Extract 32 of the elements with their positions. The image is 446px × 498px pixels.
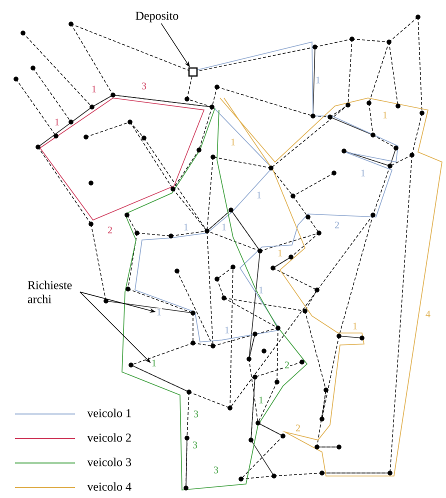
- legend-label: veicolo 2: [87, 433, 131, 442]
- route-number: 3: [213, 466, 219, 474]
- route-number: 2: [334, 221, 340, 229]
- route-number: 1: [382, 111, 388, 119]
- route-number: 1: [352, 322, 358, 330]
- route-number: 1: [258, 286, 264, 294]
- route-number: 1: [156, 308, 162, 316]
- depot-square: [188, 67, 198, 77]
- legend-label: veicolo 4: [87, 482, 132, 491]
- route-number: 1: [91, 85, 97, 93]
- route-number: 4: [425, 310, 431, 318]
- route-number: 2: [284, 361, 290, 369]
- route-number: 1: [183, 223, 189, 231]
- route-number: 1: [258, 396, 264, 404]
- route-number: 3: [141, 82, 147, 90]
- route-number: 1: [277, 249, 283, 257]
- route-number: 1: [221, 223, 227, 231]
- route-number: 1: [360, 169, 366, 177]
- legend-label: veicolo 3: [87, 458, 132, 466]
- route-number: 1: [54, 118, 60, 126]
- callout-text: Richieste archi: [28, 280, 72, 304]
- callout-text: Deposito: [136, 12, 178, 22]
- route-number: 1: [224, 326, 230, 334]
- route-number: 1: [256, 191, 262, 199]
- route-number: 2: [295, 424, 301, 432]
- route-number: 1: [151, 359, 157, 367]
- legend-label: veicolo 1: [87, 408, 131, 418]
- route-number: 3: [193, 410, 199, 418]
- route-number: 1: [230, 138, 236, 146]
- route-number: 1: [315, 76, 321, 84]
- route-number: 2: [107, 226, 113, 234]
- route-number: 3: [192, 441, 198, 449]
